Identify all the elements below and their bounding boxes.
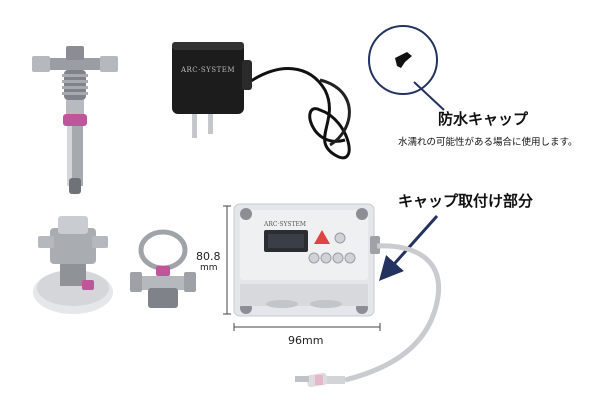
- cap-mount-title: キャップ取付け部分: [398, 192, 534, 210]
- ac-adapter-icon: ARC·SYSTEM: [172, 42, 351, 160]
- pole-clamp-icon: [32, 46, 118, 194]
- height-dimension-line: [223, 205, 231, 315]
- cap-note: 水濡れの可能性がある場合に使用します。: [398, 137, 578, 148]
- suction-mount-icon: [33, 216, 113, 314]
- ring-mount-icon: [130, 229, 196, 308]
- height-value: 80.8: [196, 250, 221, 263]
- controller-brand: ARC·SYSTEM: [263, 221, 306, 228]
- height-unit: mm: [200, 263, 218, 273]
- adapter-brand: ARC·SYSTEM: [180, 66, 235, 74]
- dc-cable-icon: [295, 243, 442, 388]
- width-dimension-line: [233, 323, 381, 331]
- cap-mount-arrow: [379, 215, 439, 281]
- cap-pointer-arrow: [413, 81, 445, 111]
- cap-title: 防水キャップ: [438, 110, 529, 128]
- width-value: 96mm: [288, 334, 324, 347]
- controller-unit-icon: ARC·SYSTEM: [233, 203, 380, 317]
- waterproof-cap-icon: [368, 25, 438, 95]
